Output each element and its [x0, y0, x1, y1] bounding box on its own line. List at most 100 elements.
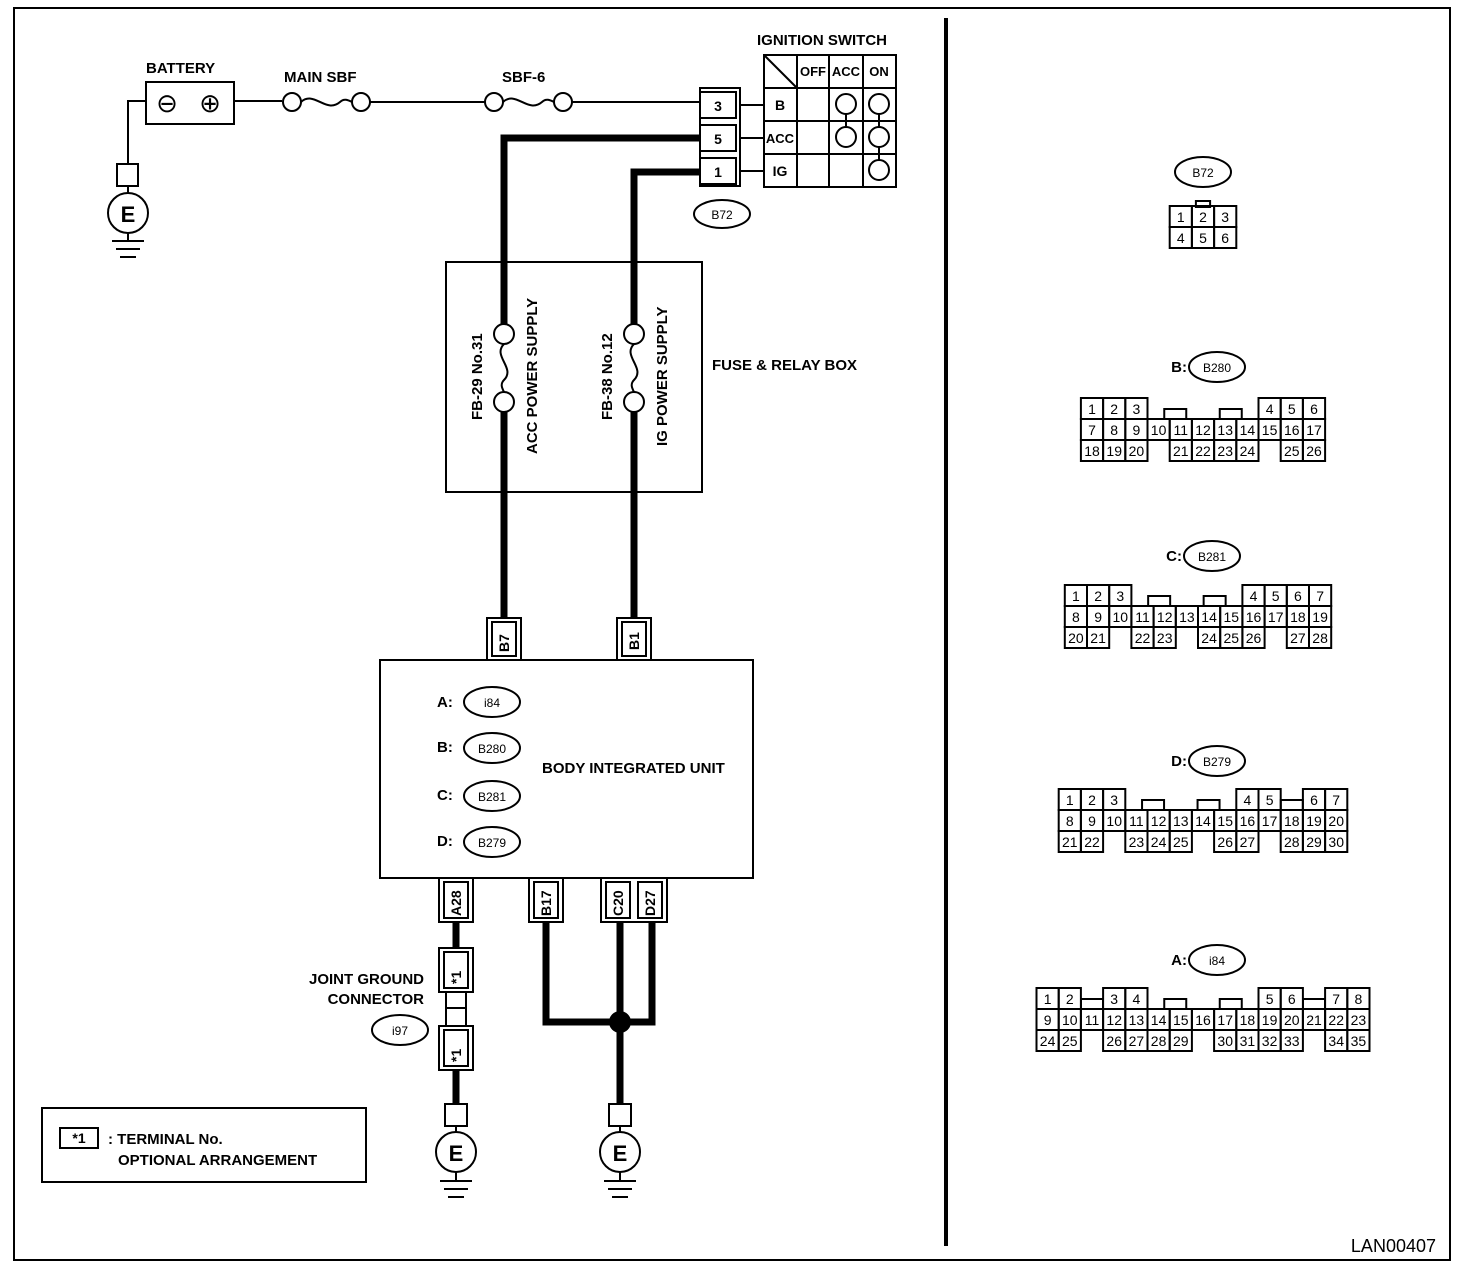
connector-pin-label: 12: [1151, 813, 1167, 829]
connector-pin-label: 17: [1262, 813, 1278, 829]
connector-pin-label: 26: [1106, 1033, 1122, 1049]
connector-pin-label: 7: [1332, 792, 1340, 808]
fuse-ig-power-supply: FB-38 No.12 IG POWER SUPPLY: [599, 262, 671, 492]
svg-text:B280: B280: [478, 742, 506, 756]
body-integrated-unit-label: BODY INTEGRATED UNIT: [542, 760, 725, 777]
sbf-6-fuse: SBF-6: [484, 69, 573, 112]
connector-badge: [1183, 540, 1241, 572]
connector-badge-b72-ign: B72: [693, 199, 751, 229]
joint-ground-connector: JOINT GROUND CONNECTOR *1 *1: [309, 947, 474, 1071]
connector-pin-label: 21: [1173, 443, 1189, 459]
connector-pin-label: 1: [1066, 792, 1074, 808]
svg-text:E: E: [613, 1141, 628, 1166]
connector-pin-label: 23: [1157, 630, 1173, 646]
ign-col-on: ON: [869, 64, 889, 79]
battery-negative-terminal: ⊖: [156, 88, 178, 118]
connector-pin-label: 24: [1201, 630, 1217, 646]
legend-line-2: OPTIONAL ARRANGEMENT: [118, 1152, 317, 1169]
connector-pin-label: 16: [1246, 609, 1262, 625]
connector-pin-label: 10: [1062, 1012, 1078, 1028]
main-sbf-fuse: MAIN SBF: [282, 69, 371, 112]
unit-connector-d: D: B279: [437, 826, 521, 858]
connector-pin-label: 1: [1044, 991, 1052, 1007]
connector-cell: [1324, 830, 1349, 853]
connector-badge-code: i84: [1209, 954, 1225, 968]
terminal-a28: A28: [438, 877, 474, 923]
connector-pin-label: 21: [1090, 630, 1106, 646]
connector-pin-label: 11: [1174, 422, 1189, 438]
svg-text:E: E: [121, 202, 136, 227]
ign-pin-3: 3: [714, 98, 722, 114]
connector-pin-label: 8: [1110, 422, 1118, 438]
connector-pin-label: 20: [1284, 1012, 1300, 1028]
legend-box: *1 : TERMINAL No. OPTIONAL ARRANGEMENT: [41, 1107, 367, 1183]
connector-pin-label: 3: [1133, 401, 1141, 417]
fuse-relay-box-label: FUSE & RELAY BOX: [712, 357, 857, 374]
connector-pin-label: 26: [1246, 630, 1262, 646]
connector-pin-label: 3: [1110, 991, 1118, 1007]
connector-pin-label: 13: [1217, 422, 1233, 438]
connector-badge-code: B281: [1198, 550, 1226, 564]
connector-pin-label: 15: [1217, 813, 1233, 829]
connector-badge-code: B72: [1192, 166, 1214, 180]
connector-pin-label: 18: [1290, 609, 1306, 625]
connector-pin-label: 28: [1151, 1033, 1167, 1049]
connector-pin-label: 14: [1151, 1012, 1167, 1028]
ign-row-b: B: [775, 97, 785, 113]
connector-pin-label: 21: [1062, 834, 1078, 850]
connector-pin-label: 15: [1173, 1012, 1189, 1028]
connector-pin-label: 3: [1221, 209, 1229, 225]
svg-text:D:: D:: [437, 833, 453, 850]
connector-pin-label: 7: [1332, 991, 1340, 1007]
ign-pin-1: 1: [714, 164, 722, 180]
connector-pin-label: 15: [1224, 609, 1240, 625]
connector-cell: [1308, 626, 1333, 649]
connector-pin-label: 6: [1294, 588, 1302, 604]
connector-badge-i97: i97: [371, 1014, 429, 1046]
connector-pin-label: 27: [1290, 630, 1306, 646]
connector-pin-label: 35: [1351, 1033, 1367, 1049]
svg-text:C20: C20: [610, 890, 626, 916]
connector-pin-label: 1: [1072, 588, 1080, 604]
terminal-b7: B7: [486, 617, 522, 661]
connector-pin-label: 2: [1088, 792, 1096, 808]
connector-lock-tab: [1163, 408, 1188, 420]
connector-pin-label: 3: [1116, 588, 1124, 604]
connector-pin-label: 29: [1173, 1033, 1189, 1049]
battery-label: BATTERY: [146, 60, 215, 77]
unit-connector-b: B: B280: [437, 732, 521, 764]
svg-text:B7: B7: [496, 634, 512, 652]
connector-pin-label: 25: [1284, 443, 1300, 459]
svg-text:i84: i84: [484, 696, 500, 710]
connector-cell: [1168, 1029, 1193, 1052]
connector-pin-label: 25: [1224, 630, 1240, 646]
connector-pin-label: 2: [1094, 588, 1102, 604]
connector-pin-label: 4: [1244, 792, 1252, 808]
splice-point: [609, 1011, 631, 1033]
connector-pin-label: 19: [1312, 609, 1328, 625]
connector-view-prefix: C:: [1166, 548, 1182, 565]
connector-cell: [1168, 830, 1193, 853]
connector-pin-label: 6: [1221, 230, 1229, 246]
connector-pin-label: 15: [1262, 422, 1278, 438]
connector-pin-label: 23: [1351, 1012, 1367, 1028]
svg-text:D27: D27: [642, 890, 658, 916]
connector-pin-label: 14: [1240, 422, 1256, 438]
svg-text:A:: A:: [437, 694, 453, 711]
svg-text:B281: B281: [478, 790, 506, 804]
connector-pin-label: 13: [1179, 609, 1195, 625]
connector-badge: [1188, 351, 1246, 383]
connector-pin-label: 20: [1328, 813, 1344, 829]
svg-text:C:: C:: [437, 787, 453, 804]
unit-connector-a: A: i84: [437, 686, 521, 718]
connector-pin-label: 4: [1250, 588, 1258, 604]
connector-pin-label: 27: [1129, 1033, 1145, 1049]
connector-pin-label: 13: [1129, 1012, 1145, 1028]
ign-col-off: OFF: [800, 64, 826, 79]
svg-text:B17: B17: [538, 890, 554, 916]
connector-pin-label: 16: [1284, 422, 1300, 438]
connector-pin-label: 10: [1113, 609, 1129, 625]
connector-pin-label: 26: [1217, 834, 1233, 850]
